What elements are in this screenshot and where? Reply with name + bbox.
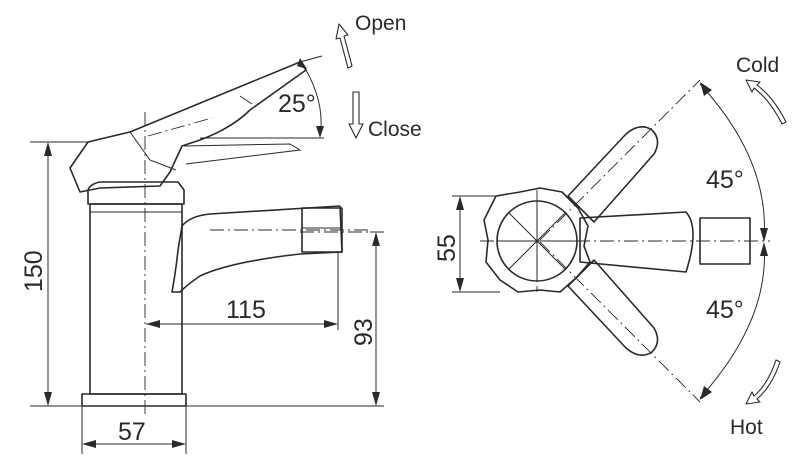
- reach-dimension-label: 115: [226, 296, 266, 324]
- base-plate: [81, 393, 187, 407]
- cold-arrow-icon: [745, 79, 787, 125]
- spout: [171, 205, 343, 293]
- close-label: Close: [368, 118, 422, 141]
- cold-angle-label: 45°: [706, 166, 744, 194]
- lever-hot-position: [567, 259, 659, 356]
- body-diameter-dimension-label: 55: [433, 234, 461, 262]
- open-arrow-icon: [335, 23, 353, 69]
- top-view: [452, 79, 787, 405]
- height-dimension-label: 150: [20, 250, 48, 292]
- hot-arrow-icon: [745, 359, 781, 405]
- hot-angle-label: 45°: [706, 296, 744, 324]
- close-arrow-icon: [348, 91, 364, 139]
- body-column: [89, 203, 183, 395]
- lever-angle-label: 25°: [278, 90, 316, 118]
- lever-cold-position: [567, 126, 659, 223]
- lever-neutral-position: [579, 211, 694, 273]
- base-width-dimension-label: 57: [118, 418, 146, 446]
- cartridge-cap: [87, 181, 185, 205]
- side-view: [30, 23, 384, 454]
- hot-label: Hot: [730, 416, 763, 439]
- open-label: Open: [355, 12, 406, 35]
- lever-handle: [69, 61, 307, 193]
- spout-height-dimension-label: 93: [350, 318, 378, 346]
- cold-label: Cold: [736, 54, 779, 77]
